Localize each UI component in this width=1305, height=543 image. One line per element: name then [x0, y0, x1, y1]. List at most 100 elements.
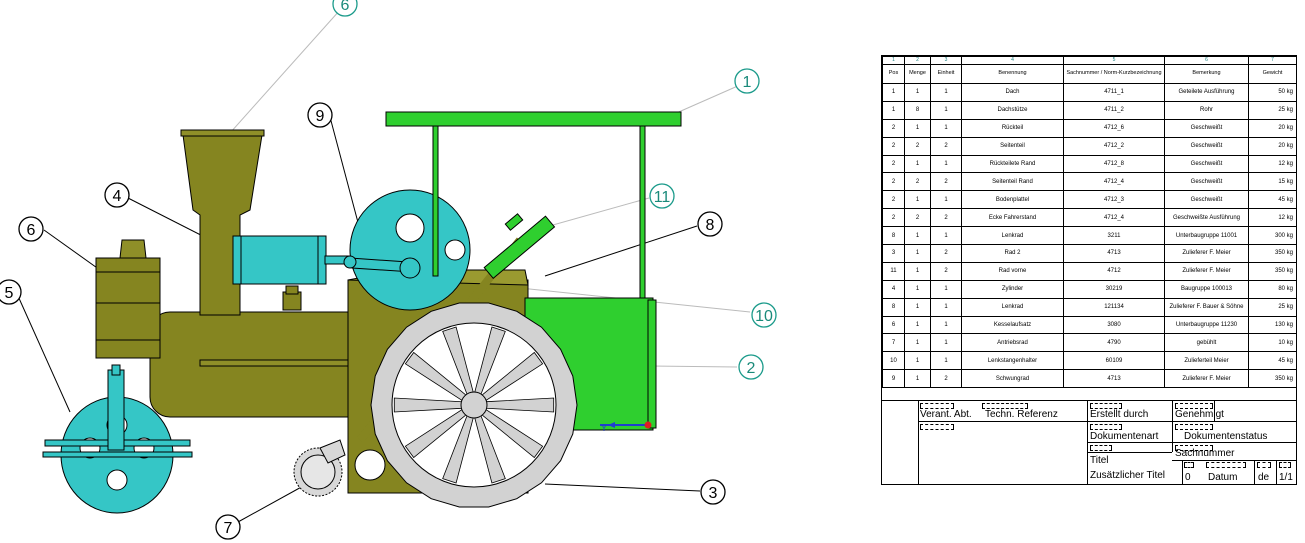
- col-index: 3: [930, 56, 962, 65]
- titel-label: Titel: [1090, 455, 1109, 466]
- bom-cell: 1: [882, 83, 905, 102]
- col-index: 7: [1248, 56, 1297, 65]
- bom-cell: Zulieferer F. Meier: [1164, 261, 1249, 281]
- bom-cell: 4712_3: [1063, 190, 1165, 210]
- balloon-number: 9: [316, 108, 325, 125]
- balloon-6: 6: [18, 216, 44, 242]
- bom-cell: Schwungrad: [961, 369, 1064, 389]
- bom-cell: 8: [882, 226, 905, 246]
- bom-cell: 2: [882, 154, 905, 174]
- sachnummer-label: Sachnummer: [1175, 448, 1235, 459]
- bom-cell: 1: [930, 297, 962, 317]
- bom-cell: 1: [930, 190, 962, 210]
- balloon-number: 8: [706, 217, 715, 234]
- bom-cell: 300 kg: [1248, 226, 1297, 246]
- bom-cell: 4712_4: [1063, 208, 1165, 228]
- bom-cell: 1: [904, 351, 931, 371]
- bom-cell: 25 kg: [1248, 297, 1297, 317]
- datum-label: Datum: [1208, 472, 1238, 483]
- bom-cell: Lenkstangenhalter: [961, 351, 1064, 371]
- bom-cell: Zulieferer F. Bauer & Söhne: [1164, 297, 1249, 317]
- leader-lines: [17, 9, 751, 523]
- bom-cell: 50 kg: [1248, 83, 1297, 102]
- bom-cell: 45 kg: [1248, 190, 1297, 210]
- bom-cell: Lenkrad: [961, 297, 1064, 317]
- bom-cell: Geschweißt: [1164, 136, 1249, 156]
- col-index: 5: [1063, 56, 1165, 65]
- bom-cell: Geschweißt: [1164, 118, 1249, 138]
- bom-cell: 1: [930, 351, 962, 371]
- title-block: Verant. Abt. Techn. Referenz Erstellt du…: [882, 400, 1296, 484]
- bom-cell: 1: [930, 83, 962, 102]
- bom-cell: 2: [930, 172, 962, 192]
- bom-cell: 4712: [1063, 261, 1165, 281]
- balloon-11: 11: [649, 183, 675, 209]
- bom-cell: Rad vorne: [961, 261, 1064, 281]
- bom-cell: 7: [882, 333, 905, 353]
- balloon-number: 3: [709, 485, 718, 502]
- bom-cell: 3: [882, 244, 905, 263]
- bom-cell: 1: [930, 279, 962, 299]
- bom-cell: 2: [904, 208, 931, 228]
- bom-cell: 4713: [1063, 369, 1165, 389]
- bom-cell: 80 kg: [1248, 279, 1297, 299]
- balloon-number: 6: [341, 0, 350, 14]
- header-bemerkung: Bemerkung: [1164, 64, 1249, 84]
- bill-of-materials: 1 2 3 4 5 6 7 Pos Menge Einheit Benennun…: [881, 55, 1297, 485]
- balloon-8: 8: [697, 211, 723, 237]
- header-menge: Menge: [904, 64, 931, 84]
- balloon-number: 10: [755, 308, 773, 325]
- bom-cell: 8: [882, 297, 905, 317]
- bom-cell: 1: [904, 315, 931, 335]
- bom-cell: 4712_2: [1063, 136, 1165, 156]
- bom-cell: 15 kg: [1248, 172, 1297, 192]
- bom-cell: 1: [904, 261, 931, 281]
- bom-cell: 350 kg: [1248, 261, 1297, 281]
- bom-cell: Baugruppe 100013: [1164, 279, 1249, 299]
- bom-cell: 20 kg: [1248, 118, 1297, 138]
- bom-cell: 1: [904, 279, 931, 299]
- header-pos: Pos: [882, 64, 905, 84]
- bom-header-row: Pos Menge Einheit Benennung Sachnummer /…: [882, 64, 1297, 84]
- language-value: de: [1258, 472, 1270, 483]
- bom-cell: Antriebsrad: [961, 333, 1064, 353]
- bom-cell: 1: [904, 369, 931, 389]
- verant-abt-label: Verant. Abt.: [920, 409, 972, 420]
- bom-cell: Lenkrad: [961, 226, 1064, 246]
- bom-cell: 2: [930, 261, 962, 281]
- bom-cell: Seitenteil: [961, 136, 1064, 156]
- sheet-value: 1/1: [1279, 472, 1293, 483]
- bom-cell: 4713: [1063, 244, 1165, 263]
- bom-cell: 10 kg: [1248, 333, 1297, 353]
- zusaetzlicher-titel-label: Zusätzlicher Titel: [1090, 470, 1166, 481]
- bom-cell: 4: [882, 279, 905, 299]
- bom-cell: 10: [882, 351, 905, 371]
- bom-cell: 1: [904, 83, 931, 102]
- header-benennung: Benennung: [961, 64, 1064, 84]
- bom-cell: Geteilete Ausführung: [1164, 83, 1249, 102]
- bom-cell: 2: [930, 369, 962, 389]
- bom-cell: 130 kg: [1248, 315, 1297, 335]
- balloon-number: 4: [113, 188, 122, 205]
- bom-cell: Zulieferteil Meier: [1164, 351, 1249, 371]
- balloon-9: 9: [307, 102, 333, 128]
- bom-cell: 1: [904, 333, 931, 353]
- header-sachnummer: Sachnummer / Norm-Kurzbezeichnung: [1063, 64, 1165, 84]
- bom-cell: 60109: [1063, 351, 1165, 371]
- balloon-10: 10: [751, 302, 777, 328]
- balloon-number: 11: [654, 189, 671, 206]
- col-index: 6: [1164, 56, 1249, 65]
- bom-cell: 2: [930, 208, 962, 228]
- bom-cell: 4711_2: [1063, 100, 1165, 120]
- bom-cell: Bodenplattel: [961, 190, 1064, 210]
- bom-table: 1 2 3 4 5 6 7 Pos Menge Einheit Benennun…: [882, 56, 1297, 389]
